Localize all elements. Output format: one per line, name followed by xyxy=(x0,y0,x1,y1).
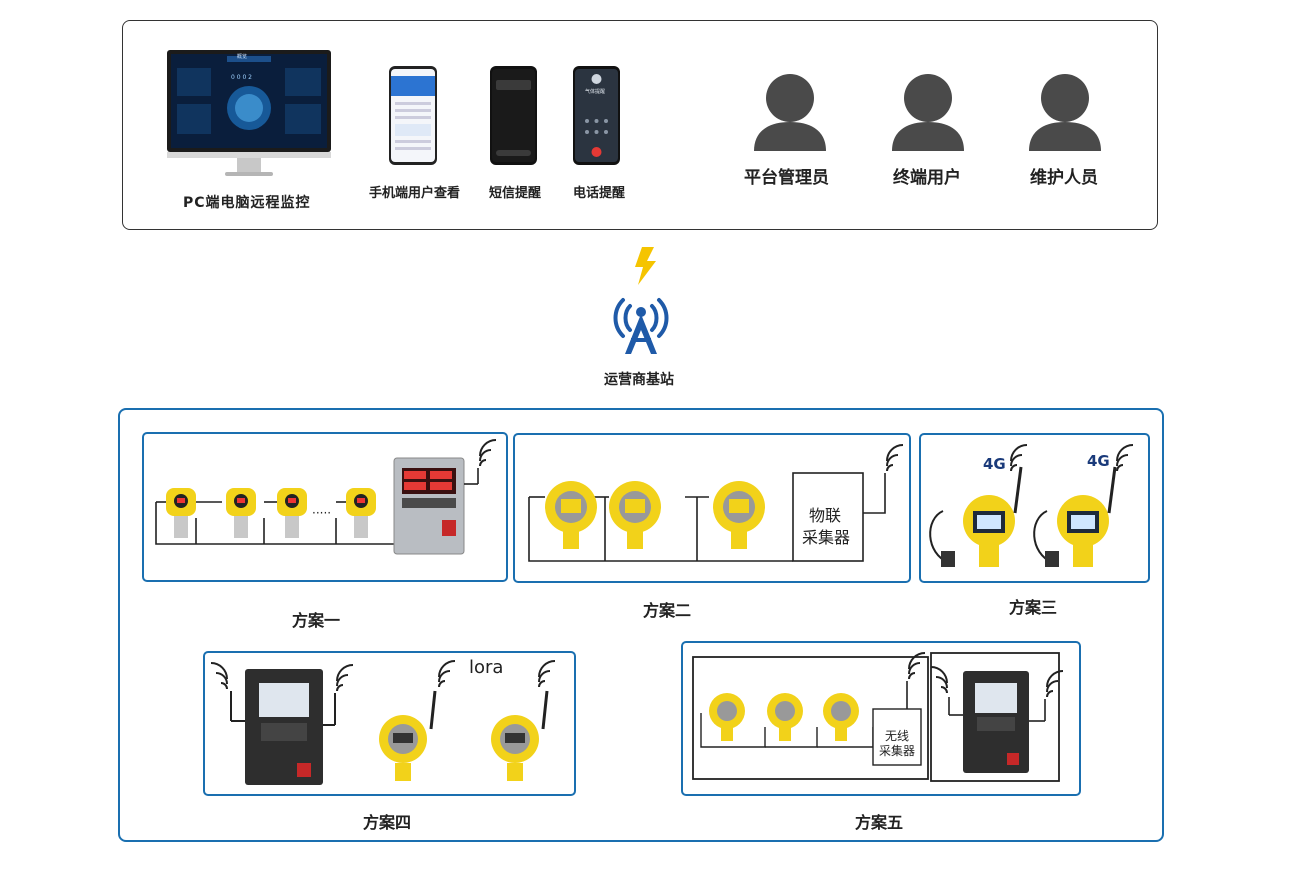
scheme-5-box xyxy=(681,641,1081,796)
scheme-1-diagram xyxy=(155,439,497,555)
explosion-proof-detector xyxy=(545,481,597,549)
user-terminal-label: 终端用户 xyxy=(893,168,961,188)
scheme-5-collector-line1: 无线 xyxy=(885,729,910,743)
sms-label: 短信提醒 xyxy=(489,186,542,201)
schemes-panel xyxy=(118,408,1164,842)
scheme-2-title: 方案二 xyxy=(643,601,692,620)
iot-collector-box xyxy=(792,472,864,562)
lora-detector xyxy=(491,690,549,781)
wireless-controller xyxy=(245,669,323,785)
user-admin xyxy=(752,72,828,152)
wireless-signal-icon xyxy=(886,444,904,472)
gas-detector xyxy=(166,488,196,538)
scheme-2-collector-line2: 采集器 xyxy=(802,528,851,547)
lora-detector xyxy=(379,690,437,781)
scheme-4-lora-label: lora xyxy=(469,657,504,678)
mobile-app-graphic xyxy=(389,66,437,165)
wireless-signal-icon xyxy=(479,439,497,467)
wireless-signal-icon xyxy=(438,660,456,688)
scheme-3-4g-tag-b: 4G xyxy=(1087,452,1110,470)
user-maintenance xyxy=(1027,72,1103,152)
wireless-signal-icon xyxy=(336,664,354,692)
4g-detector xyxy=(963,466,1023,567)
scheme-5-title: 方案五 xyxy=(855,813,904,832)
scheme-4-diagram xyxy=(210,660,556,785)
wireless-signal-icon xyxy=(538,660,556,688)
clients-panel xyxy=(122,20,1158,230)
wireless-signal-icon xyxy=(1116,444,1134,472)
scheme-1-title: 方案一 xyxy=(292,611,341,630)
scheme-5-diagram xyxy=(692,652,1064,782)
monitor-graphic xyxy=(167,50,331,176)
explosion-proof-detector xyxy=(609,481,661,549)
wireless-signal-icon xyxy=(930,666,948,694)
wireless-signal-icon xyxy=(210,662,228,690)
scheme-5-right-frame xyxy=(930,652,1060,782)
explosion-proof-detector xyxy=(713,481,765,549)
person-icon xyxy=(1029,74,1101,151)
scheme-1-dots: ····· xyxy=(312,506,332,520)
mobile-label: 手机端用户查看 xyxy=(369,186,461,201)
lightning-icon xyxy=(635,247,656,285)
scheme-2-diagram xyxy=(528,444,904,562)
4g-detector xyxy=(1057,466,1117,567)
explosion-proof-detector xyxy=(823,693,859,741)
call-phone-text: 气体提醒 xyxy=(585,89,606,95)
scheme-4-title: 方案四 xyxy=(363,813,412,832)
phone-label: 电话提醒 xyxy=(573,186,626,201)
person-icon xyxy=(892,74,964,151)
explosion-proof-detector xyxy=(709,693,745,741)
wireless-controller xyxy=(963,671,1029,773)
call-phone: 气体提醒 xyxy=(573,66,621,166)
gas-detector xyxy=(277,488,307,538)
alarm-controller xyxy=(393,457,465,555)
user-admin-label: 平台管理员 xyxy=(744,168,829,188)
gas-detector xyxy=(346,488,376,538)
pc-screen-title: 概览 xyxy=(237,54,248,60)
user-maintenance-label: 维护人员 xyxy=(1030,168,1098,188)
tower-label: 运营商基站 xyxy=(604,372,674,388)
scheme-3-4g-tag-a: 4G xyxy=(983,455,1006,473)
person-icon xyxy=(754,74,826,151)
scheme-2-collector-line1: 物联 xyxy=(809,506,842,525)
user-terminal xyxy=(890,72,966,152)
scheme-3-box xyxy=(919,433,1150,583)
wireless-signal-icon xyxy=(1010,444,1028,472)
mobile-phone xyxy=(389,66,439,166)
pc-monitor: 概览 0 0 0 2 xyxy=(167,50,333,178)
scheme-2-box xyxy=(513,433,911,583)
sms-phone-graphic xyxy=(490,66,537,165)
call-phone-graphic xyxy=(573,66,620,165)
scheme-1-box xyxy=(142,432,508,582)
pc-screen-counter: 0 0 0 2 xyxy=(231,74,252,81)
explosion-proof-detector xyxy=(767,693,803,741)
wireless-signal-icon xyxy=(1046,670,1064,698)
sms-phone xyxy=(490,66,538,166)
scheme-4-box xyxy=(203,651,576,796)
pc-label: PC端电脑远程监控 xyxy=(183,195,311,211)
scheme-5-left-frame xyxy=(692,656,929,780)
scheme-3-title: 方案三 xyxy=(1009,598,1058,617)
wireless-signal-icon xyxy=(908,652,926,680)
gas-detector xyxy=(226,488,256,538)
tower-icon xyxy=(613,298,669,354)
scheme-3-diagram xyxy=(929,444,1134,567)
scheme-5-collector-line2: 采集器 xyxy=(879,744,916,758)
wireless-collector-box xyxy=(872,708,922,766)
